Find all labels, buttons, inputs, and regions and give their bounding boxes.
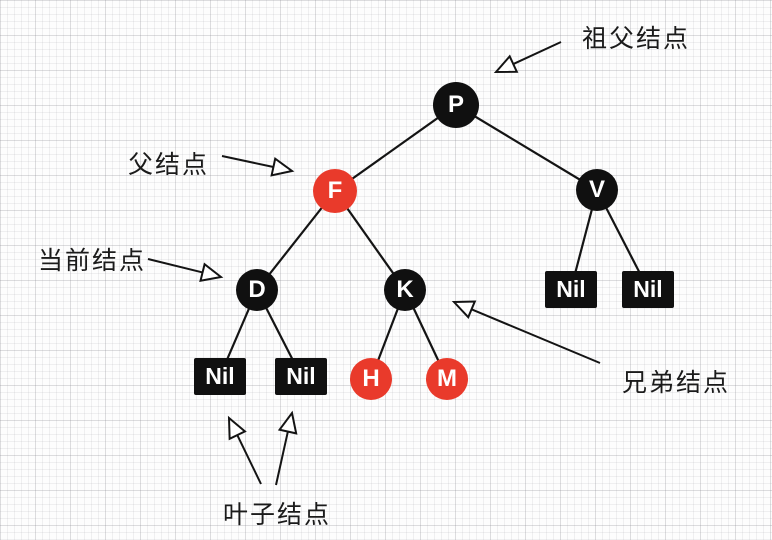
label-sibling-node: 兄弟结点 bbox=[622, 369, 731, 397]
label-grandparent-node: 祖父结点 bbox=[582, 25, 691, 53]
leaf-arrow-left-head bbox=[227, 415, 247, 441]
tree-node-nil-dr: Nil bbox=[275, 357, 327, 395]
sibling-arrow-head bbox=[451, 300, 477, 319]
tree-node-D: D bbox=[236, 269, 278, 311]
tree-node-K: K bbox=[384, 269, 426, 311]
tree-node-nil-vr: Nil bbox=[622, 270, 674, 308]
tree-edge-P-V bbox=[455, 104, 598, 191]
tree-node-V: V bbox=[576, 169, 618, 211]
current-arrow-head bbox=[199, 262, 224, 282]
current-arrow-line bbox=[147, 258, 203, 274]
grandparent-arrow-line bbox=[512, 41, 562, 65]
tree-node-nil-dl: Nil bbox=[194, 357, 246, 395]
grandparent-arrow-head bbox=[493, 54, 519, 74]
tree-node-nil-vl: Nil bbox=[545, 270, 597, 308]
label-leaf-node: 叶子结点 bbox=[223, 501, 332, 529]
parent-arrow-head bbox=[270, 156, 295, 177]
label-current-node: 当前结点 bbox=[38, 247, 147, 275]
tree-edge-P-F bbox=[334, 104, 457, 192]
tree-node-P: P bbox=[433, 82, 479, 128]
label-parent-node: 父结点 bbox=[128, 151, 210, 179]
leaf-arrow-right-line bbox=[275, 431, 289, 486]
tree-node-M: M bbox=[426, 358, 468, 400]
parent-arrow-line bbox=[221, 155, 274, 168]
tree-node-F: F bbox=[313, 169, 357, 213]
tree-node-H: H bbox=[350, 358, 392, 400]
sibling-arrow-line bbox=[471, 308, 601, 364]
leaf-arrow-left-line bbox=[236, 434, 262, 485]
leaf-arrow-right-head bbox=[277, 410, 298, 435]
